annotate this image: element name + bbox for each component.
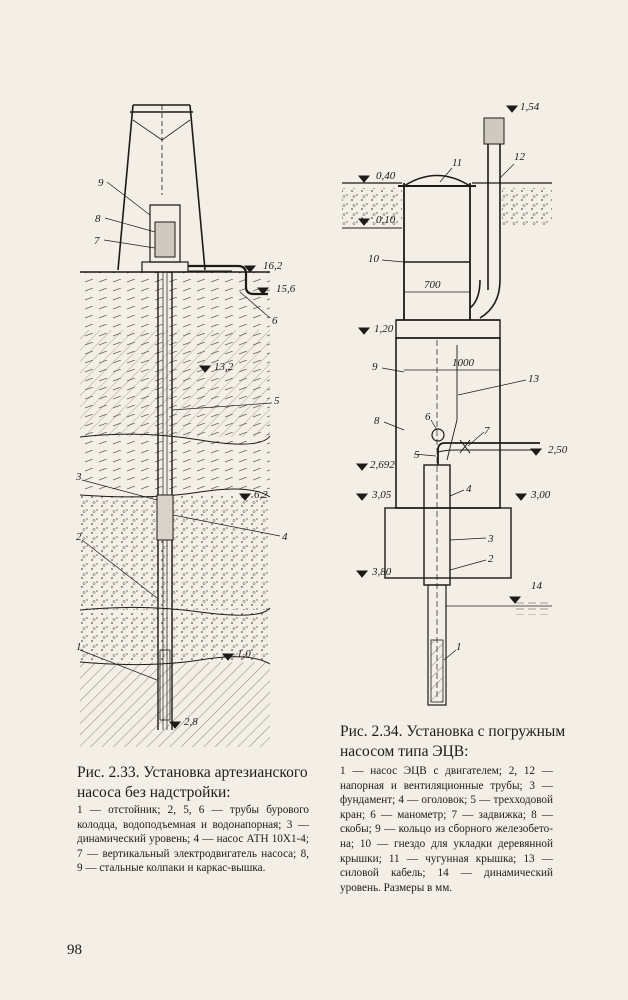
figure-right-labels: 1,54 0,40 0,10 1,20 2,50 2,692 3,05 3,00… bbox=[368, 101, 568, 653]
page-number: 98 bbox=[67, 942, 82, 958]
right-level-label: 0,10 bbox=[376, 214, 396, 226]
left-level-label: 1,0 bbox=[237, 648, 251, 660]
right-level-label: 0,40 bbox=[376, 170, 396, 182]
left-callout: 7 bbox=[94, 235, 100, 247]
right-level-label: 3,00 bbox=[530, 489, 551, 501]
right-callout: 7 bbox=[484, 425, 490, 437]
left-callout: 3 bbox=[75, 471, 82, 483]
right-figure-caption-title: Рис. 2.34. Установка с погруж­ным насосо… bbox=[340, 723, 566, 760]
dimension-label: 1000 bbox=[452, 357, 475, 369]
left-callout: 4 bbox=[282, 531, 288, 543]
left-callout: 5 bbox=[274, 395, 280, 407]
left-figure-caption-title: Рис. 2.33. Установка артезиан­ского насо… bbox=[77, 764, 308, 801]
right-callout: 9 bbox=[372, 361, 378, 373]
left-level-label: 6,2 bbox=[254, 489, 268, 501]
right-level-label: 2,692 bbox=[370, 459, 395, 471]
left-figure-caption-legend: 1 — отстойник; 2, 5, 6 — трубы бу­рового… bbox=[77, 804, 309, 875]
right-level-label: 14 bbox=[531, 580, 543, 592]
left-callout: 9 bbox=[98, 177, 104, 189]
left-level-label: 16,2 bbox=[263, 260, 283, 272]
right-callout: 13 bbox=[528, 373, 540, 385]
left-callout: 1 bbox=[76, 641, 82, 653]
right-callout: 8 bbox=[374, 415, 380, 427]
right-level-label: 3,80 bbox=[371, 566, 392, 578]
right-figure-caption-legend: 1 — насос ЭЦВ с двигателем; 2, 12 — напо… bbox=[340, 765, 553, 894]
right-callout: 3 bbox=[487, 533, 494, 545]
right-callout: 11 bbox=[452, 157, 462, 169]
right-callout: 6 bbox=[425, 411, 431, 423]
figure-left-drawing bbox=[79, 104, 281, 747]
left-callout: 2 bbox=[76, 531, 82, 543]
dimension-label: 700 bbox=[424, 279, 441, 291]
figure-left-labels: 16,2 15,6 13,2 6,2 1,0 2,8 9 8 7 6 5 3 2… bbox=[75, 177, 296, 728]
right-level-label: 3,05 bbox=[371, 489, 392, 501]
left-callout: 6 bbox=[272, 315, 278, 327]
right-callout: 2 bbox=[488, 553, 494, 565]
right-callout: 12 bbox=[514, 151, 526, 163]
right-level-label: 1,54 bbox=[520, 101, 540, 113]
figure-right-drawing bbox=[342, 105, 552, 706]
right-level-label: 2,50 bbox=[548, 444, 568, 456]
right-callout: 4 bbox=[466, 483, 472, 495]
right-level-label: 1,20 bbox=[374, 323, 394, 335]
left-callout: 8 bbox=[95, 213, 101, 225]
left-level-label: 15,6 bbox=[276, 283, 296, 295]
right-callout: 5 bbox=[414, 449, 420, 461]
right-callout: 1 bbox=[456, 641, 462, 653]
left-level-label: 2,8 bbox=[184, 716, 198, 728]
left-level-label: 13,2 bbox=[214, 361, 234, 373]
right-callout: 10 bbox=[368, 253, 380, 265]
